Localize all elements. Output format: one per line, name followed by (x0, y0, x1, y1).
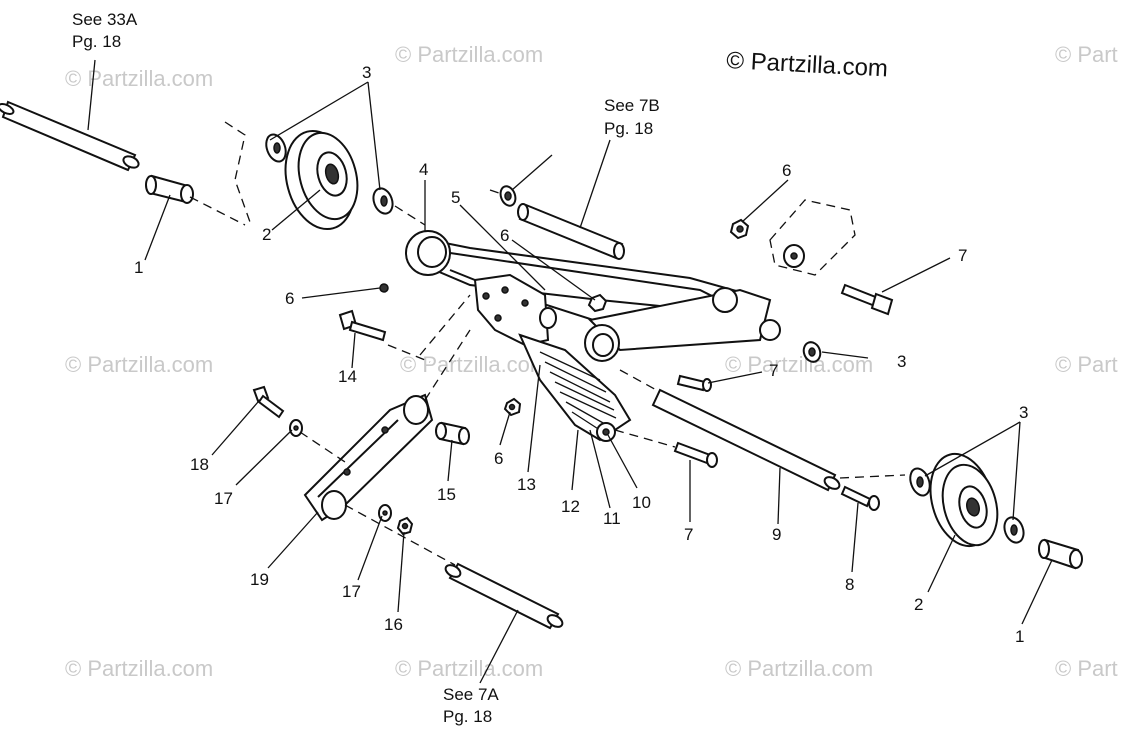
callout-number: 4 (419, 160, 428, 179)
watermark: © Partzilla.com (395, 656, 543, 681)
watermark: © Partzilla.com (65, 352, 213, 377)
callout-number: 3 (897, 352, 906, 371)
assembly-line (299, 431, 346, 463)
upper-shaft-7b (517, 203, 625, 260)
assembly-line (394, 205, 426, 226)
assembly-line (489, 189, 503, 195)
assembly-line (189, 196, 246, 226)
reference-page: Pg. 18 (443, 707, 492, 726)
callout-number: 7 (958, 246, 967, 265)
nut-6d (503, 397, 522, 417)
nut-16 (396, 516, 414, 536)
assembly-line (224, 121, 251, 223)
nut-6a (379, 283, 389, 293)
watermark: © Part (1055, 42, 1118, 67)
long-shaft-9 (651, 388, 841, 492)
assembly-line (619, 369, 661, 393)
callout-number: 14 (338, 367, 357, 386)
lower-shaft-7a (444, 562, 564, 630)
watermark-layer: © Partzilla.com © Partzilla.com © Part ©… (65, 42, 1118, 681)
reference-line: See 7A (443, 685, 499, 704)
bolt-7-middle (676, 374, 712, 392)
nut-6c (729, 218, 750, 240)
copyright-text: © Partzilla.com (726, 47, 889, 82)
upper-washer (499, 185, 517, 207)
bolt-14 (338, 309, 387, 342)
left-washer-rear (372, 187, 394, 215)
right-spacer-bushing (1038, 538, 1083, 570)
reference-page: Pg. 18 (72, 32, 121, 51)
callout-number: 10 (632, 493, 651, 512)
callout-number: 6 (500, 226, 509, 245)
callout-number: 1 (1015, 627, 1024, 646)
assembly-line (419, 294, 471, 356)
callout-number: 16 (384, 615, 403, 634)
left-shaft (0, 100, 140, 172)
washer-17-lower (378, 504, 392, 522)
assembly-line (387, 344, 431, 363)
leader-lines (87, 59, 1053, 684)
washer-17-upper (289, 419, 303, 437)
suspension-arm (405, 230, 781, 362)
reference-see-7a: See 7A Pg. 18 (443, 685, 499, 726)
callout-number: 12 (561, 497, 580, 516)
callout-number: 5 (451, 188, 460, 207)
watermark: © Partzilla.com (725, 352, 873, 377)
rear-bushing (783, 244, 805, 268)
reference-see-7b: See 7B Pg. 18 (604, 96, 660, 138)
right-idler-wheel (929, 452, 999, 548)
callout-number: 17 (214, 489, 233, 508)
callout-number: 18 (190, 455, 209, 474)
left-spacer-bushing (145, 174, 194, 204)
callout-number: 8 (845, 575, 854, 594)
assembly-line (614, 429, 676, 448)
callout-number: 6 (782, 161, 791, 180)
callout-number: 1 (134, 258, 143, 277)
watermark: © Partzilla.com (400, 352, 548, 377)
shock-absorber (518, 333, 632, 442)
left-idler-wheel (284, 129, 359, 231)
callout-number: 6 (494, 449, 503, 468)
assembly-line (344, 504, 456, 566)
callout-number: 11 (603, 509, 621, 528)
callout-number: 7 (769, 361, 778, 380)
bolt-18 (252, 385, 285, 419)
callout-number: 19 (250, 570, 269, 589)
callout-number: 6 (285, 289, 294, 308)
watermark: © Partzilla.com (395, 42, 543, 67)
watermark: © Part (1055, 352, 1118, 377)
assembly-line (839, 474, 906, 479)
bolt-7-upper (840, 283, 894, 316)
lower-link (303, 393, 434, 522)
assembly-line (769, 199, 856, 276)
callout-number: 2 (262, 225, 271, 244)
right-washer-rear (1003, 516, 1025, 544)
reference-line: See 7B (604, 96, 660, 115)
reference-see-33a: See 33A Pg. 18 (72, 10, 138, 51)
reference-line: See 33A (72, 10, 138, 29)
callout-number: 2 (914, 595, 923, 614)
callout-number: 9 (772, 525, 781, 544)
right-washer-front (909, 467, 931, 497)
callout-number: 13 (517, 475, 536, 494)
callout-number: 3 (1019, 403, 1028, 422)
reference-page: Pg. 18 (604, 119, 653, 138)
left-washer-front (265, 133, 287, 163)
callout-number: 7 (684, 525, 693, 544)
watermark: © Part (1055, 656, 1118, 681)
callout-number: 3 (362, 63, 371, 82)
callout-number: 15 (437, 485, 456, 504)
callout-numbers: 1 2 3 4 5 6 6 6 7 3 14 7 6 13 12 11 10 7… (134, 63, 1028, 646)
bolt-7-lower (673, 441, 718, 468)
watermark: © Partzilla.com (725, 656, 873, 681)
watermark: © Partzilla.com (65, 66, 213, 91)
bushing-15 (435, 421, 470, 446)
watermark: © Partzilla.com (65, 656, 213, 681)
washer-3-right-upper (802, 341, 822, 363)
callout-number: 17 (342, 582, 361, 601)
bolt-8 (840, 485, 880, 511)
